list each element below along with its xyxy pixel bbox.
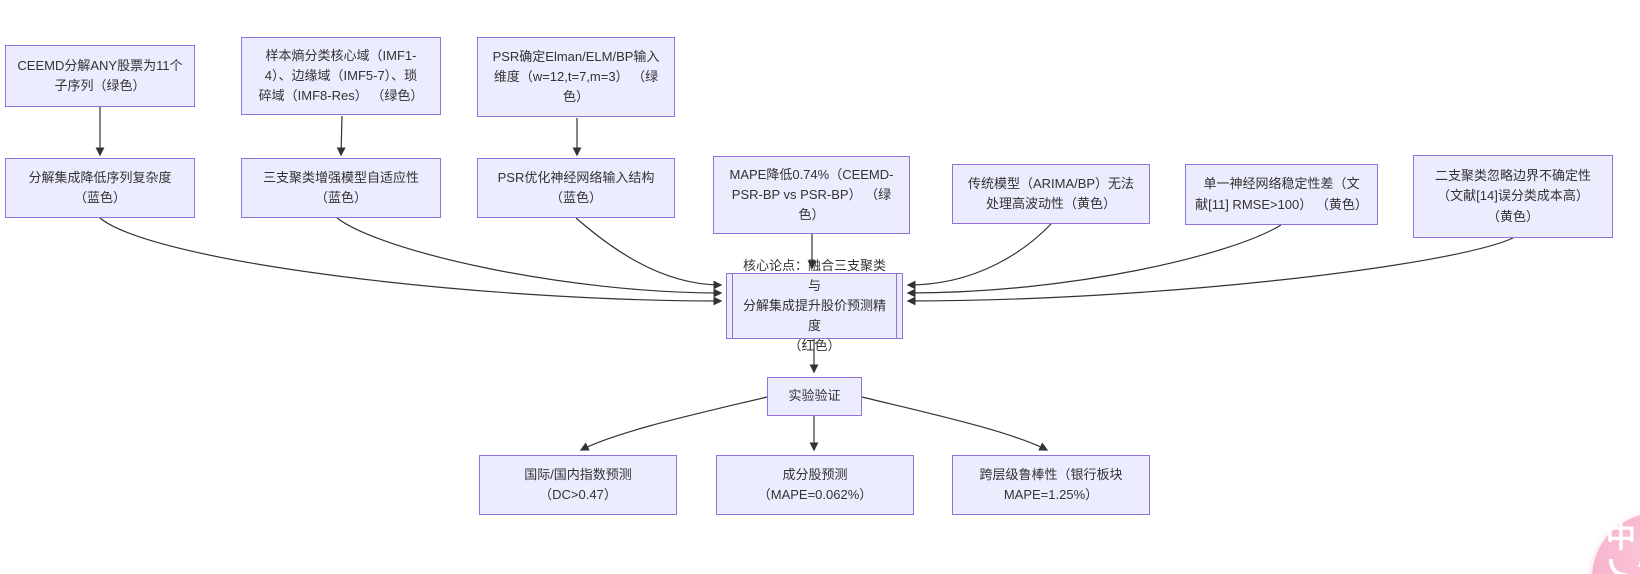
node-label: CEEMD分解ANY股票为11个 子序列（绿色） bbox=[17, 57, 183, 93]
node-label: MAPE降低0.74%（CEEMD- PSR-BP vs PSR-BP） （绿 … bbox=[729, 166, 894, 223]
node-label: 三支聚类增强模型自适应性 （蓝色） bbox=[262, 169, 419, 205]
edge-m5-core bbox=[906, 223, 1052, 290]
node-label: 实验验证 bbox=[788, 388, 841, 404]
translate-curve-stroke bbox=[1609, 559, 1627, 574]
node-label: 样本熵分类核心域（IMF1- 4）、边缘域（IMF5-7）、琐 碎域（IMF8-… bbox=[258, 47, 424, 104]
edge-exp-r3 bbox=[861, 396, 1049, 451]
node-experimental-validation: 实验验证 bbox=[767, 377, 862, 416]
node-label: 跨层级鲁棒性（银行板块 MAPE=1.25%） bbox=[979, 466, 1123, 502]
edge-t2-m2 bbox=[336, 115, 346, 157]
node-single-nn-instability: 单一神经网络稳定性差（文 献[11] RMSE>100） （黄色） bbox=[1185, 164, 1378, 225]
node-label: 二支聚类忽略边界不确定性 （文献[14]误分类成本高） （黄色） bbox=[1434, 168, 1591, 224]
edge-exp-r1 bbox=[579, 396, 768, 451]
translate-button[interactable]: 中 A bbox=[1592, 513, 1640, 574]
node-psr-input-dimension: PSR确定Elman/ELM/BP输入 维度（w=12,t=7,m=3） （绿 … bbox=[477, 37, 675, 117]
translate-zh-glyph: 中 bbox=[1606, 521, 1636, 554]
node-label: 单一神经网络稳定性差（文 献[11] RMSE>100） （黄色） bbox=[1195, 176, 1368, 212]
node-label: 国际/国内指数预测 （DC>0.47） bbox=[524, 466, 632, 502]
translate-en-glyph: A bbox=[1637, 537, 1640, 573]
edge-m1-core bbox=[99, 217, 723, 306]
node-core-thesis: 核心论点：融合三支聚类与 分解集成提升股价预测精度 （红色） bbox=[726, 258, 903, 353]
subroutine-inner-border-right bbox=[896, 274, 897, 338]
node-label: 传统模型（ARIMA/BP）无法 处理高波动性（黄色） bbox=[967, 175, 1135, 211]
node-label: 成分股预测 （MAPE=0.062%） bbox=[757, 466, 873, 502]
node-label: PSR优化神经网络输入结构 （蓝色） bbox=[497, 169, 655, 205]
node-ceemd-decomposition: CEEMD分解ANY股票为11个 子序列（绿色） bbox=[5, 45, 195, 107]
node-cross-level-robustness: 跨层级鲁棒性（银行板块 MAPE=1.25%） bbox=[952, 455, 1150, 515]
node-psr-optimizes-input-structure: PSR优化神经网络输入结构 （蓝色） bbox=[477, 158, 675, 218]
edge-m3-core bbox=[575, 217, 723, 290]
node-three-way-clustering-adaptivity: 三支聚类增强模型自适应性 （蓝色） bbox=[241, 158, 441, 218]
node-label: PSR确定Elman/ELM/BP输入 维度（w=12,t=7,m=3） （绿 … bbox=[492, 48, 660, 105]
edge-m2-core bbox=[336, 217, 723, 298]
node-mape-reduction-evidence: MAPE降低0.74%（CEEMD- PSR-BP vs PSR-BP） （绿 … bbox=[713, 156, 910, 234]
subroutine-inner-border-left bbox=[732, 274, 733, 338]
edge-m6-core bbox=[906, 224, 1282, 298]
node-sample-entropy-classification: 样本熵分类核心域（IMF1- 4）、边缘域（IMF5-7）、琐 碎域（IMF8-… bbox=[241, 37, 441, 115]
node-index-prediction: 国际/国内指数预测 （DC>0.47） bbox=[479, 455, 677, 515]
node-traditional-model-limitation: 传统模型（ARIMA/BP）无法 处理高波动性（黄色） bbox=[952, 164, 1150, 224]
node-label: 分解集成降低序列复杂度 （蓝色） bbox=[28, 169, 172, 205]
edge-m7-core bbox=[906, 237, 1514, 306]
node-decomposition-reduces-complexity: 分解集成降低序列复杂度 （蓝色） bbox=[5, 158, 195, 218]
node-constituent-stock-prediction: 成分股预测 （MAPE=0.062%） bbox=[716, 455, 914, 515]
node-label: 核心论点：融合三支聚类与 分解集成提升股价预测精度 （红色） bbox=[742, 257, 886, 354]
node-two-way-clustering-limitation: 二支聚类忽略边界不确定性 （文献[14]误分类成本高） （黄色） bbox=[1413, 155, 1613, 238]
